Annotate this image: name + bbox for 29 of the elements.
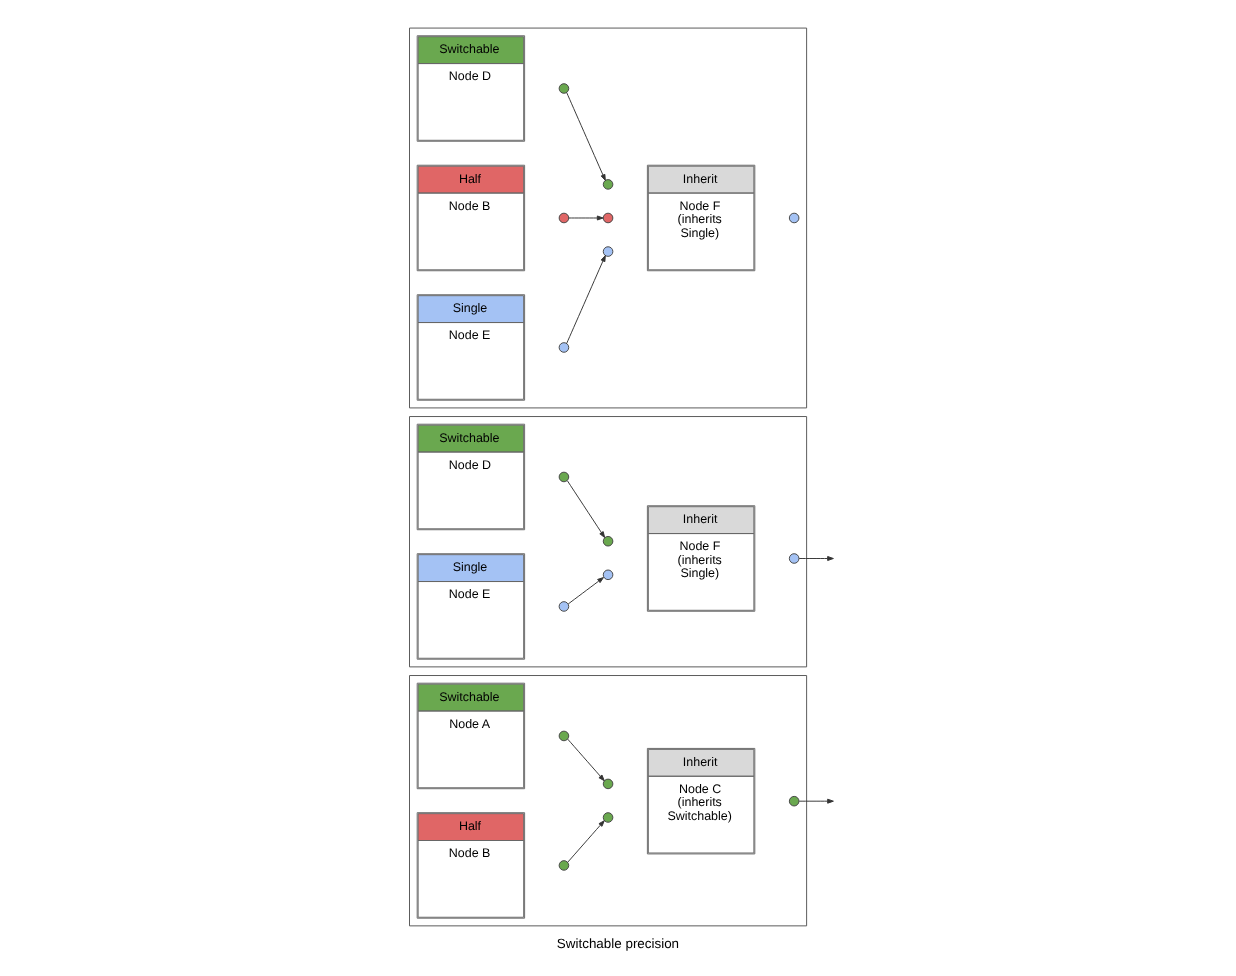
cluster (409, 27, 808, 409)
arrow (798, 556, 834, 561)
arrow (567, 738, 605, 782)
node-circle (558, 342, 570, 353)
arrow (566, 92, 606, 181)
node-circle (602, 179, 614, 190)
arrow (567, 577, 604, 605)
node-circle (558, 860, 570, 871)
node-circle (788, 553, 800, 564)
node-circle (558, 212, 570, 224)
node-circle (788, 212, 800, 224)
node-circle (788, 795, 800, 807)
node-circle (558, 601, 570, 612)
arrow (566, 255, 606, 344)
cluster (409, 675, 808, 927)
arrow (567, 820, 605, 863)
arrow (568, 215, 604, 221)
node-circle (602, 778, 614, 790)
node-circle (558, 471, 570, 483)
node-circle (602, 812, 614, 823)
cluster (409, 416, 808, 668)
node-circle (602, 246, 614, 257)
node-circle (558, 730, 570, 742)
node-circle (602, 535, 614, 547)
node-circle (602, 569, 614, 581)
node-circle (558, 83, 570, 94)
arrow (798, 798, 834, 804)
arrow (566, 480, 606, 538)
node-circle (602, 212, 614, 224)
